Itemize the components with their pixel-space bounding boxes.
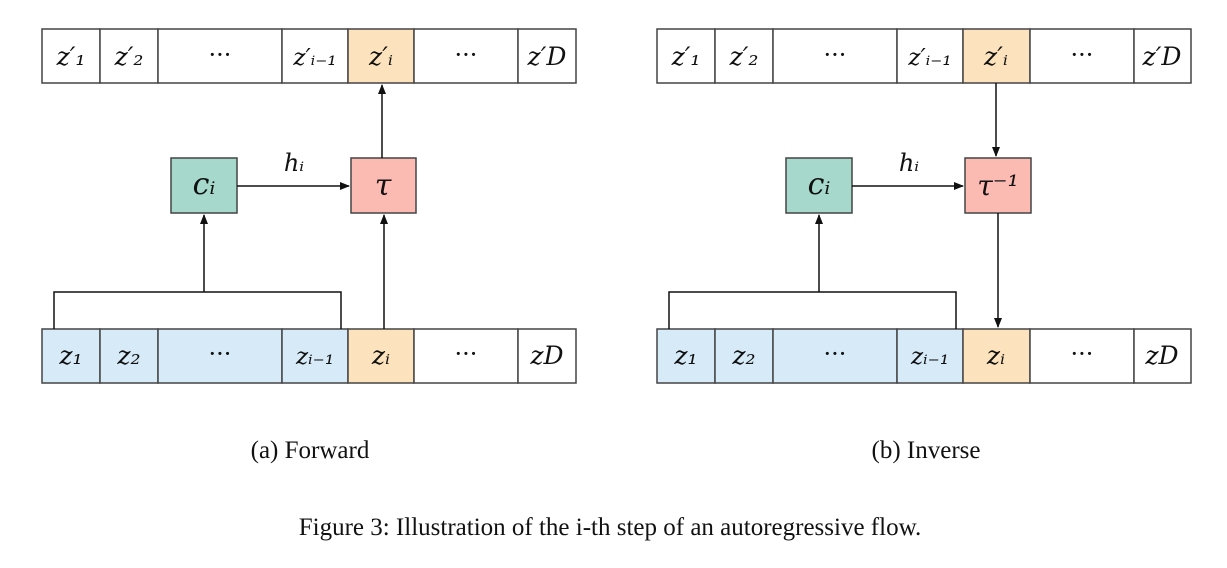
top-label-i-minus-1: z′ᵢ₋₁: [907, 45, 951, 71]
top-label-1: z′₁: [56, 42, 86, 71]
bottom-cell-i: [347, 328, 415, 384]
edge-label-h: hᵢ: [284, 149, 304, 177]
top-cell-D: [517, 28, 577, 84]
bottom-cell-2: [714, 328, 774, 384]
bottom-label-1: z₁: [58, 341, 82, 370]
edge-label-h: hᵢ: [899, 149, 919, 177]
top-label-ellipsis-right: ···: [1071, 41, 1094, 69]
top-cell-ellipsis-left: [157, 28, 283, 84]
top-cell-2: [99, 28, 159, 84]
panel-caption-inverse: (b) Inverse: [872, 437, 981, 464]
top-label-i: z′ᵢ: [983, 42, 1008, 71]
bottom-label-ellipsis-left: ···: [209, 340, 232, 368]
bottom-cell-ellipsis-left: [157, 328, 283, 384]
bottom-label-i: zᵢ: [371, 341, 390, 370]
top-row: z′₁ z′₂ ··· z′ᵢ₋₁ z′ᵢ ··· z′D: [656, 28, 1192, 84]
bottom-cell-D: [1133, 328, 1192, 384]
top-label-ellipsis-right: ···: [455, 41, 478, 69]
bottom-cell-ellipsis-right: [413, 328, 519, 384]
top-label-i: z′ᵢ: [368, 42, 393, 71]
figure-caption: Figure 3: Illustration of the i-th step …: [299, 514, 922, 541]
bottom-cell-ellipsis-left: [772, 328, 898, 384]
bottom-label-2: z₂: [731, 341, 755, 370]
transform-label: τ: [375, 168, 392, 203]
bottom-cell-2: [99, 328, 159, 384]
bottom-cell-1: [656, 328, 716, 384]
top-cell-i-minus-1: [896, 28, 964, 84]
top-label-ellipsis-left: ···: [824, 41, 847, 69]
conditioner-label: cᵢ: [193, 167, 216, 202]
bottom-label-ellipsis-right: ···: [455, 340, 478, 368]
top-cell-2: [714, 28, 774, 84]
transform-box: [350, 157, 417, 214]
bracket-connector: [668, 291, 957, 329]
panel-caption-forward: (a) Forward: [251, 437, 370, 464]
bottom-label-ellipsis-left: ···: [824, 340, 847, 368]
inverse-transform-label: τ⁻¹: [977, 169, 1019, 202]
bracket-connector: [53, 291, 342, 329]
top-label-D: z′D: [1142, 42, 1182, 71]
top-cell-ellipsis-right: [1029, 28, 1135, 84]
top-label-1: z′₁: [671, 42, 701, 71]
top-cell-1: [41, 28, 101, 84]
bottom-row: z₁ z₂ ··· zᵢ₋₁ zᵢ ··· zD: [656, 328, 1192, 384]
top-cell-ellipsis-right: [413, 28, 519, 84]
top-label-i-minus-1: z′ᵢ₋₁: [292, 45, 336, 71]
top-label-ellipsis-left: ···: [209, 41, 232, 69]
panel-forward: z′₁ z′₂ ··· z′ᵢ₋₁ z′ᵢ ··· z′D z₁ z₂ ··· …: [41, 28, 577, 464]
bottom-cell-1: [41, 328, 101, 384]
panel-inverse: z′₁ z′₂ ··· z′ᵢ₋₁ z′ᵢ ··· z′D z₁ z₂ ··· …: [656, 28, 1192, 464]
bottom-label-D: zD: [529, 341, 563, 370]
top-cell-i: [347, 28, 415, 84]
bottom-label-ellipsis-right: ···: [1071, 340, 1094, 368]
bottom-cell-i-minus-1: [896, 328, 964, 384]
bottom-row: z₁ z₂ ··· zᵢ₋₁ zᵢ ··· zD: [41, 328, 577, 384]
top-cell-D: [1133, 28, 1192, 84]
top-label-D: z′D: [527, 42, 567, 71]
conditioner-label: cᵢ: [808, 167, 831, 202]
top-row: z′₁ z′₂ ··· z′ᵢ₋₁ z′ᵢ ··· z′D: [41, 28, 577, 84]
bottom-label-i: zᵢ: [986, 341, 1005, 370]
bottom-cell-ellipsis-right: [1029, 328, 1135, 384]
bottom-label-2: z₂: [116, 341, 140, 370]
bottom-label-i-minus-1: zᵢ₋₁: [910, 344, 949, 370]
bottom-cell-i: [962, 328, 1031, 384]
top-label-2: z′₂: [729, 42, 759, 71]
bottom-label-D: zD: [1144, 341, 1178, 370]
top-cell-ellipsis-left: [772, 28, 898, 84]
bottom-label-i-minus-1: zᵢ₋₁: [295, 344, 334, 370]
top-label-2: z′₂: [114, 42, 144, 71]
bottom-label-1: z₁: [673, 341, 697, 370]
bottom-cell-D: [517, 328, 577, 384]
